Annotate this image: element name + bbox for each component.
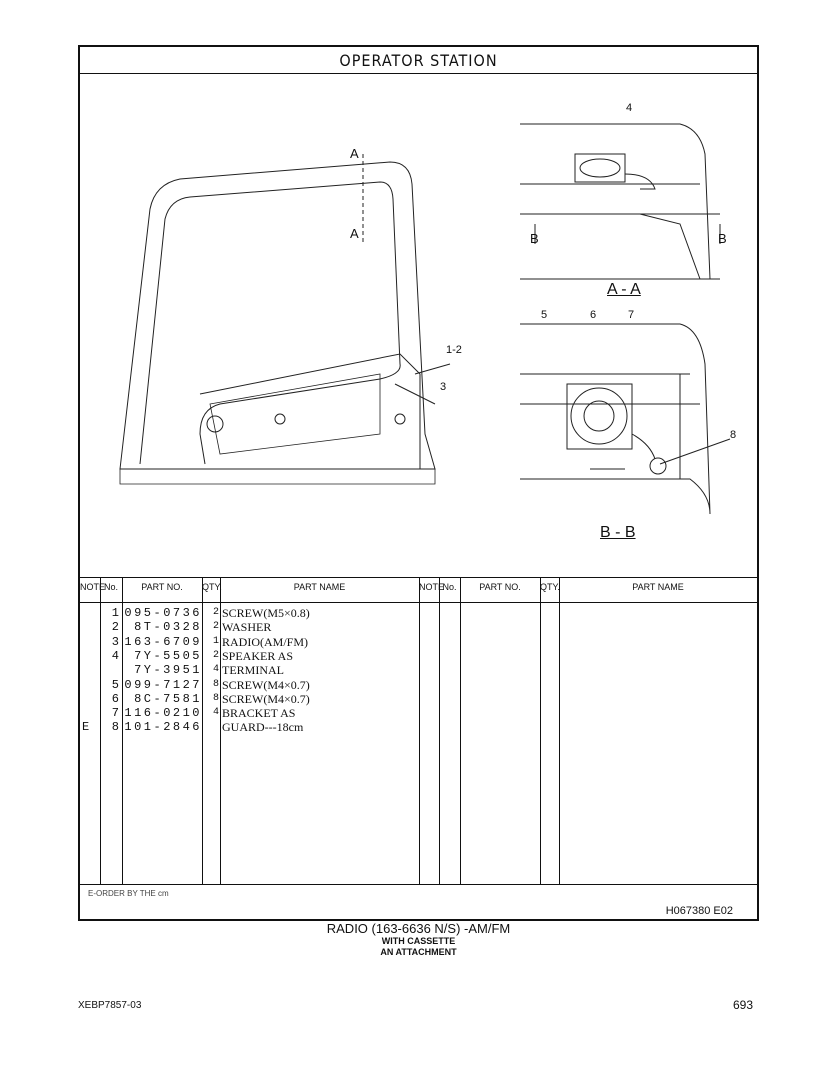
section-mark-b-left: B xyxy=(530,231,539,246)
header-qty: QTY. xyxy=(202,582,222,592)
page-title: OPERATOR STATION xyxy=(80,47,757,74)
illustration-id: H067380 E02 xyxy=(665,905,733,917)
page-number: 693 xyxy=(733,998,754,1012)
part-name: SPEAKER AS xyxy=(222,648,294,663)
header-part-no-right: PART NO. xyxy=(479,582,521,592)
caption-title: RADIO (163-6636 N/S) -AM/FM xyxy=(326,921,511,936)
callout-6: 6 xyxy=(590,309,597,321)
callout-1-2: 1-2 xyxy=(446,344,462,356)
part-number: 7Y-3951 xyxy=(134,663,202,678)
header-part-no: PART NO. xyxy=(141,582,183,592)
part-number: 101-2846 xyxy=(124,720,202,735)
header-part-name: PART NAME xyxy=(293,582,346,592)
caption-subtitle: WITH CASSETTE xyxy=(381,936,456,946)
quantity: 2 xyxy=(212,607,219,618)
part-name: WASHER xyxy=(222,620,272,635)
header-no: No. xyxy=(103,582,118,592)
item-number: 5 xyxy=(111,677,119,692)
section-mark-b-right: B xyxy=(718,231,727,246)
section-mark-a-top: A xyxy=(350,146,359,161)
note-cell: E xyxy=(82,720,90,735)
quantity: 4 xyxy=(212,664,219,676)
caption-attachment: AN ATTACHMENT xyxy=(380,947,457,957)
quantity: 4 xyxy=(212,707,219,719)
header-no-right: No. xyxy=(442,582,457,592)
item-number: 3 xyxy=(111,634,119,649)
table-footer: E-ORDER BY THE cm H067380 E02 xyxy=(80,884,757,920)
item-number: 8 xyxy=(111,720,119,735)
callout-8: 8 xyxy=(730,429,737,441)
quantity: 1 xyxy=(212,635,219,647)
part-name: SCREW(M4×0.7) xyxy=(222,691,310,706)
item-number: 2 xyxy=(111,620,119,635)
item-number: 1 xyxy=(111,606,119,620)
quantity: 8 xyxy=(212,678,219,690)
part-name: SCREW(M4×0.7) xyxy=(222,677,310,692)
header-part-name-right: PART NAME xyxy=(632,582,684,592)
item-number: 6 xyxy=(111,691,119,706)
parts-frame: OPERATOR STATION xyxy=(78,45,759,921)
view-label-aa: A - A xyxy=(607,281,641,298)
part-number: 095-0736 xyxy=(124,606,202,620)
part-number: 8C-7581 xyxy=(134,691,202,706)
part-number: 163-6709 xyxy=(124,634,202,649)
part-name: GUARD---18cm xyxy=(222,720,304,735)
part-name: SCREW(M5×0.8) xyxy=(222,606,310,620)
part-number: 116-0210 xyxy=(124,706,202,721)
illustration-drawing xyxy=(119,123,731,515)
part-name: TERMINAL xyxy=(222,663,284,678)
parts-illustration: A A 1-2 3 4 B B A - A 5 6 7 8 B - B xyxy=(80,74,757,577)
part-number: 8T-0328 xyxy=(134,620,202,635)
section-mark-a-bottom: A xyxy=(350,226,359,241)
quantity: 2 xyxy=(212,621,219,633)
callout-4: 4 xyxy=(626,102,633,114)
header-qty-right: QTY. xyxy=(540,582,560,592)
part-number: 7Y-5505 xyxy=(134,648,202,663)
item-number: 4 xyxy=(111,648,119,663)
callout-3: 3 xyxy=(440,381,447,393)
view-label-bb: B - B xyxy=(600,524,636,541)
quantity: 8 xyxy=(212,692,219,704)
table-row: E 8 101-2846 GUARD---18cm xyxy=(80,720,419,734)
quantity: 2 xyxy=(212,649,219,661)
part-number: 099-7127 xyxy=(124,677,202,692)
table-row: 7Y-3951 4 TERMINAL xyxy=(80,663,419,677)
header-note-right: NOTE xyxy=(419,582,445,592)
part-name: BRACKET AS xyxy=(222,706,296,721)
header-note: NOTE xyxy=(80,582,106,592)
part-name: RADIO(AM/FM) xyxy=(222,634,309,649)
publication-number: XEBP7857-03 xyxy=(78,1000,142,1011)
parts-table-header xyxy=(80,577,757,603)
item-number: 7 xyxy=(111,706,119,721)
callout-5: 5 xyxy=(541,309,548,321)
callout-7: 7 xyxy=(628,309,635,321)
footer-note: E-ORDER BY THE cm xyxy=(88,889,169,898)
